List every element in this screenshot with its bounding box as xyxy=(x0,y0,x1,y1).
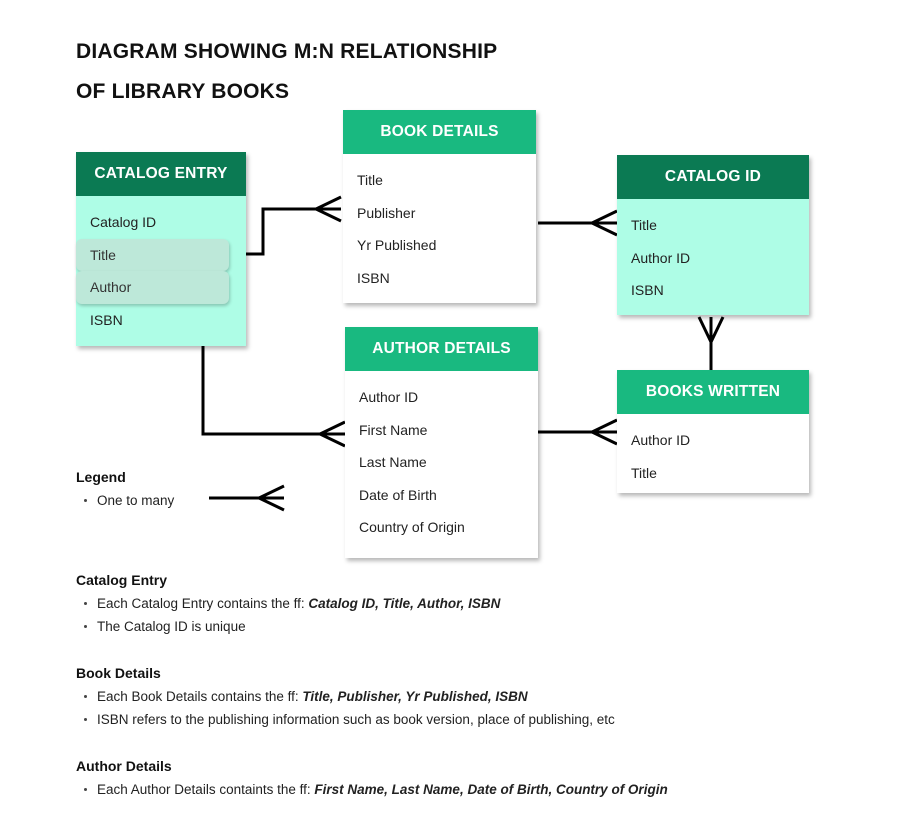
field-isbn: ISBN xyxy=(631,282,664,298)
legend-list: One to many xyxy=(84,489,174,512)
field-author-id: Author ID xyxy=(359,389,419,405)
field-author-id: Author ID xyxy=(631,432,691,448)
field-country-of-origin: Country of Origin xyxy=(359,519,465,535)
entity-book-details: BOOK DETAILS Title Publisher Yr Publishe… xyxy=(343,110,536,303)
field-yr-published: Yr Published xyxy=(357,237,437,253)
entity-catalog-entry: CATALOG ENTRY Catalog ID Title Author IS… xyxy=(76,152,246,346)
entity-book-details-fields: Title Publisher Yr Published ISBN xyxy=(343,154,536,294)
entity-author-details-header: AUTHOR DETAILS xyxy=(345,327,538,371)
field-date-of-birth: Date of Birth xyxy=(359,486,437,503)
notes-heading-author-details: Author Details xyxy=(76,758,172,774)
diagram-title-line-1: DIAGRAM SHOWING M:N RELATIONSHIP xyxy=(76,40,498,63)
field-publisher: Publisher xyxy=(357,204,416,221)
note-item: The Catalog ID is unique xyxy=(84,615,500,638)
field-first-name: First Name xyxy=(359,421,428,438)
field-last-name: Last Name xyxy=(359,454,427,470)
field-author-id: Author ID xyxy=(631,249,691,266)
legend-title: Legend xyxy=(76,469,126,485)
field-catalog-id: Catalog ID xyxy=(90,214,157,230)
note-item: ISBN refers to the publishing informatio… xyxy=(84,708,615,731)
entity-catalog-entry-fields: Catalog ID Title Author ISBN xyxy=(76,196,246,336)
connector-book-details-to-catalog-id xyxy=(538,209,618,237)
notes-heading-book-details: Book Details xyxy=(76,665,161,681)
note-item: Each Book Details contains the ff: Title… xyxy=(84,685,615,708)
entity-books-written: BOOKS WRITTEN Author ID Title xyxy=(617,370,809,493)
field-title: Title xyxy=(631,464,657,481)
notes-list-book-details: Each Book Details contains the ff: Title… xyxy=(84,685,615,731)
connector-books-written-to-catalog-id xyxy=(697,316,725,372)
entity-catalog-id: CATALOG ID Title Author ID ISBN xyxy=(617,155,809,315)
entity-book-details-header: BOOK DETAILS xyxy=(343,110,536,154)
field-isbn: ISBN xyxy=(90,311,123,328)
connector-author-details-to-books-written xyxy=(538,418,618,446)
entity-catalog-entry-header: CATALOG ENTRY xyxy=(76,152,246,196)
legend-item-one-to-many: One to many xyxy=(84,489,174,512)
entity-author-details-fields: Author ID First Name Last Name Date of B… xyxy=(345,371,538,544)
field-title: Title xyxy=(631,217,657,233)
notes-list-catalog-entry: Each Catalog Entry contains the ff: Cata… xyxy=(84,592,500,638)
field-author: Author xyxy=(76,271,229,304)
notes-list-author-details: Each Author Details containts the ff: Fi… xyxy=(84,778,668,801)
entity-catalog-id-header: CATALOG ID xyxy=(617,155,809,199)
field-title: Title xyxy=(76,238,229,271)
entity-catalog-id-fields: Title Author ID ISBN xyxy=(617,199,809,307)
entity-books-written-fields: Author ID Title xyxy=(617,414,809,489)
entity-books-written-header: BOOKS WRITTEN xyxy=(617,370,809,414)
diagram-title-line-2: OF LIBRARY BOOKS xyxy=(76,80,290,103)
notes-heading-catalog-entry: Catalog Entry xyxy=(76,572,168,588)
field-isbn: ISBN xyxy=(357,269,390,286)
legend-one-to-many-symbol xyxy=(209,484,285,512)
field-title: Title xyxy=(357,172,383,188)
entity-author-details: AUTHOR DETAILS Author ID First Name Last… xyxy=(345,327,538,558)
note-item: Each Author Details containts the ff: Fi… xyxy=(84,778,668,801)
note-item: Each Catalog Entry contains the ff: Cata… xyxy=(84,592,500,615)
